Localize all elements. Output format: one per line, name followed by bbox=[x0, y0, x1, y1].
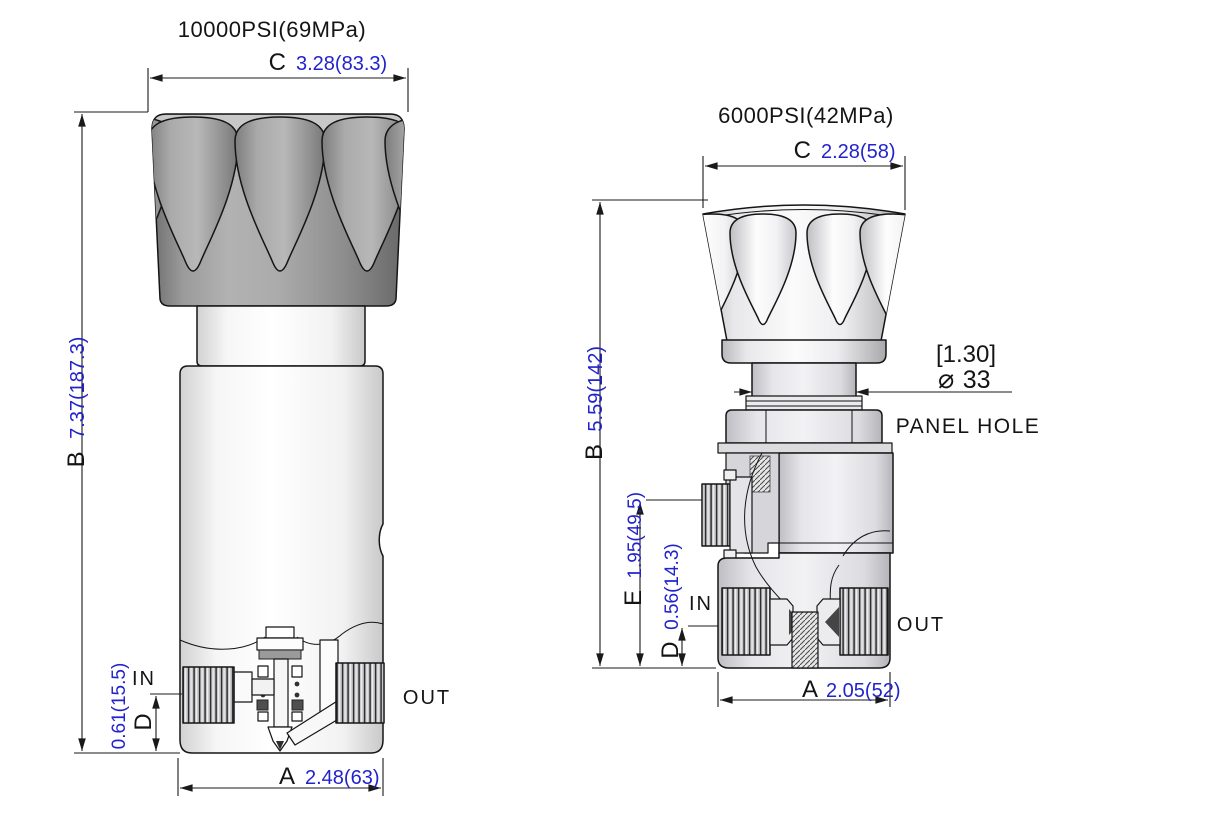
in-passage-block bbox=[233, 671, 253, 703]
right-in-label: IN bbox=[689, 593, 713, 615]
panel-hole-callout: [1.30] ⌀ 33 PANEL HOLE bbox=[734, 341, 1041, 438]
right-in-port-threads bbox=[721, 587, 771, 656]
stem-seal-band bbox=[258, 649, 302, 660]
knob-flute bbox=[152, 116, 239, 272]
svg-text:B 7.37(187.3): B 7.37(187.3) bbox=[63, 337, 90, 468]
dim-b-label: B 5.59(142) bbox=[581, 346, 608, 460]
knob-flute bbox=[806, 213, 874, 326]
seal-ball bbox=[294, 681, 300, 687]
dim-b-value: 7.37(187.3) bbox=[67, 337, 89, 439]
panel-subwasher bbox=[717, 442, 893, 454]
left-in-label: IN bbox=[132, 668, 156, 690]
stem-cap-top bbox=[265, 626, 295, 639]
left-bonnet-neck bbox=[196, 305, 366, 367]
dim-d-letter: D bbox=[657, 641, 684, 658]
gauge-port-tab bbox=[723, 469, 737, 481]
right-out-label: OUT bbox=[897, 614, 945, 636]
left-title: 10000PSI(69MPa) bbox=[178, 17, 367, 42]
dim-a-value: 2.48(63) bbox=[305, 767, 380, 789]
left-regulator-view: 10000PSI(69MPa) bbox=[63, 17, 451, 796]
out-seat-wedge bbox=[825, 607, 839, 637]
knob-flute bbox=[234, 116, 326, 272]
dim-b-letter: B bbox=[63, 451, 90, 467]
in-passage-shaft bbox=[251, 678, 275, 696]
stem-cone-tip bbox=[276, 741, 284, 750]
dim-d-value-group: 0.61(15.5) bbox=[109, 663, 130, 750]
dim-a-value: 2.05(52) bbox=[826, 680, 901, 702]
diameter-value: 33 bbox=[963, 366, 991, 394]
dim-a-letter: A bbox=[802, 676, 818, 703]
dim-e-label: E 1.95(49.5) bbox=[620, 492, 647, 606]
left-knob-flutes bbox=[152, 116, 404, 272]
stem-side-part bbox=[291, 711, 303, 722]
dim-d-label: D 0.56(14.3) bbox=[657, 543, 684, 658]
dim-d-letter: D bbox=[130, 713, 157, 730]
right-title: 6000PSI(42MPa) bbox=[718, 103, 894, 128]
dim-d-value: 0.56(14.3) bbox=[662, 543, 683, 630]
stem-cone bbox=[267, 726, 293, 752]
stem-side-part bbox=[291, 665, 303, 678]
svg-text:D 0.56(14.3): D 0.56(14.3) bbox=[657, 543, 684, 658]
center-spring bbox=[791, 611, 819, 669]
dim-d-value: 0.61(15.5) bbox=[109, 663, 130, 750]
stem-side-part bbox=[257, 665, 269, 678]
panel-hole-label: PANEL HOLE bbox=[896, 415, 1041, 438]
panel-nut-hex bbox=[725, 409, 883, 444]
dim-c-letter: C bbox=[794, 137, 811, 164]
right-bonnet-cylinder bbox=[778, 452, 894, 554]
left-in-port-threads bbox=[182, 666, 235, 724]
dim-c-value: 2.28(58) bbox=[821, 141, 896, 163]
knob-flute bbox=[859, 213, 905, 326]
svg-text:B 5.59(142): B 5.59(142) bbox=[581, 346, 608, 460]
left-dimensions: C 3.28(83.3) B 7.37(187.3) D 0.61(15.5) bbox=[63, 49, 409, 796]
dim-c-value: 3.28(83.3) bbox=[296, 53, 387, 75]
stem-side-part bbox=[257, 711, 269, 722]
dim-d-letter-group: D bbox=[130, 713, 157, 730]
diameter-symbol-icon: ⌀ bbox=[938, 364, 954, 394]
panel-washer bbox=[745, 395, 863, 411]
panel-thickness: [1.30] bbox=[936, 341, 996, 368]
left-adjust-knob bbox=[151, 113, 405, 307]
gauge-port-threads bbox=[701, 483, 731, 547]
knob-flute bbox=[729, 213, 797, 326]
stem-cap-flange bbox=[256, 637, 304, 651]
right-out-port-threads bbox=[839, 587, 889, 656]
dim-b-value: 5.59(142) bbox=[585, 346, 607, 432]
left-out-label: OUT bbox=[403, 687, 451, 709]
right-knob-top-line bbox=[711, 209, 897, 218]
dim-b-letter: B bbox=[581, 444, 608, 460]
right-knob-base bbox=[721, 339, 887, 364]
dim-c-letter: C bbox=[269, 49, 286, 76]
svg-text:E 1.95(49.5): E 1.95(49.5) bbox=[620, 492, 647, 606]
dim-e-value: 1.95(49.5) bbox=[625, 492, 646, 579]
right-dimensions: C 2.28(58) B 5.59(142) E 1.95(49.5) bbox=[581, 137, 906, 707]
valve-stem bbox=[273, 658, 289, 728]
dim-a-letter: A bbox=[279, 763, 295, 790]
right-regulator-view: 6000PSI(42MPa) bbox=[581, 103, 1041, 707]
left-out-port-threads bbox=[335, 662, 385, 724]
right-adjust-knob bbox=[702, 204, 906, 364]
seal-block bbox=[256, 699, 269, 711]
panel-diameter: ⌀ 33 bbox=[938, 364, 991, 394]
dim-b-label: B 7.37(187.3) bbox=[63, 337, 90, 468]
dim-e-letter: E bbox=[620, 590, 647, 606]
out-hump-curve bbox=[842, 530, 891, 557]
right-neck bbox=[751, 362, 857, 399]
seal-ball bbox=[294, 692, 300, 698]
seal-block bbox=[291, 699, 304, 711]
